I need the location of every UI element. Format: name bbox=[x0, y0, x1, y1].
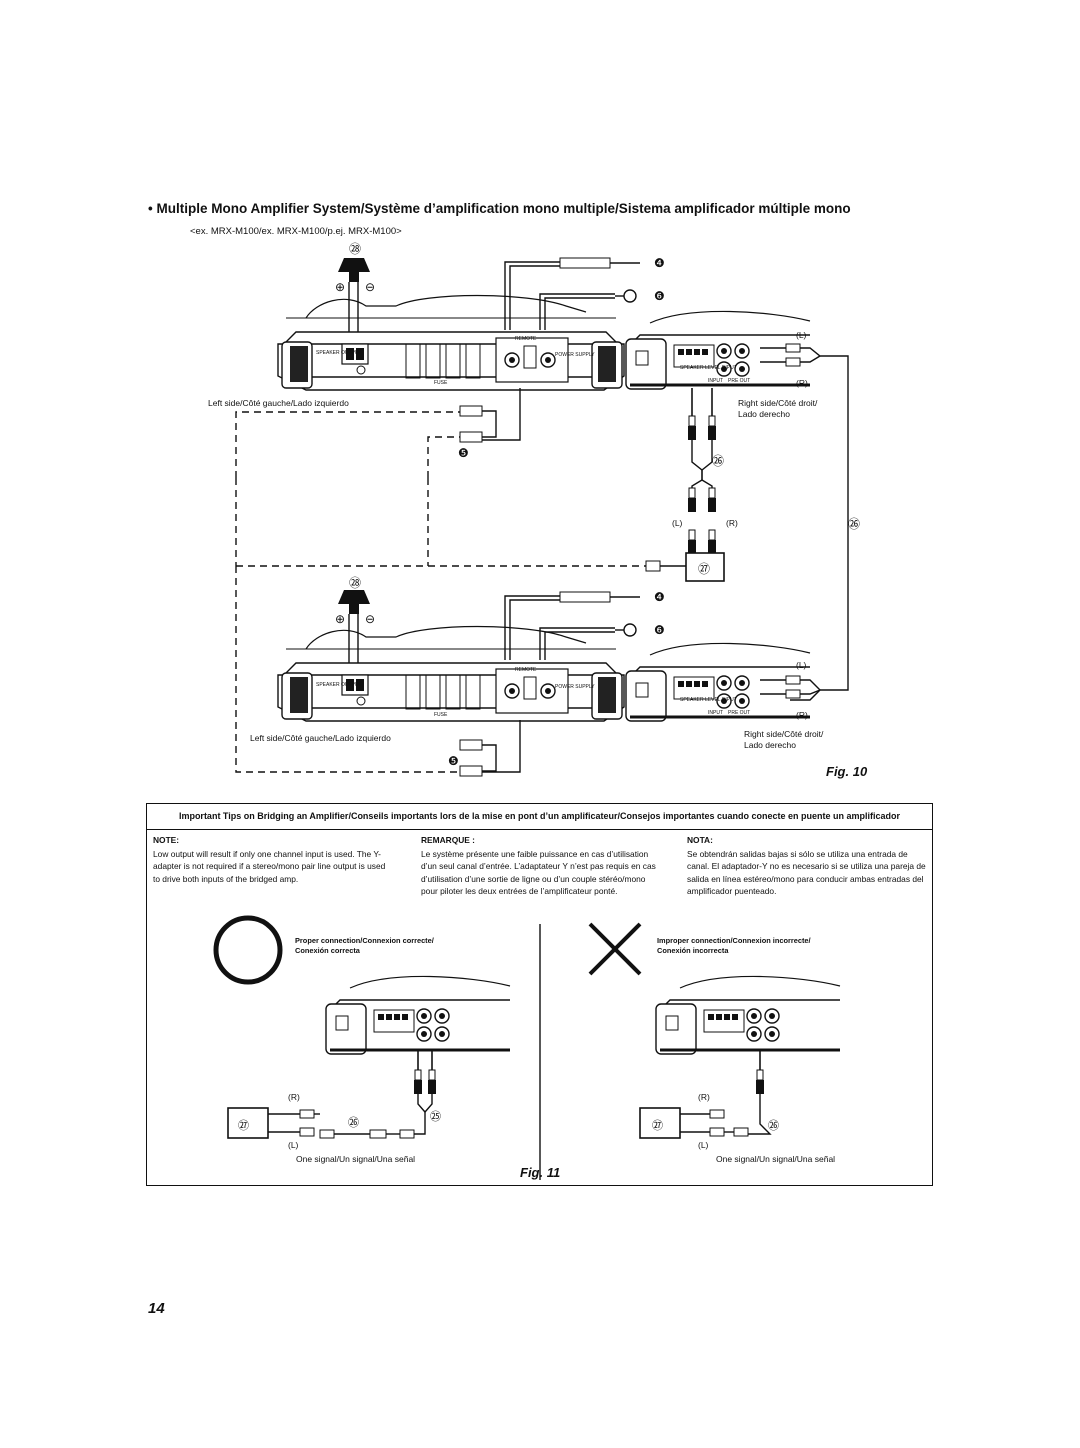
page-number: 14 bbox=[148, 1300, 165, 1317]
speaker-output-label-bottom: SPEAKER OUTPUT bbox=[316, 682, 362, 688]
pre-out-label-top: PRE OUT bbox=[728, 378, 751, 384]
power-supply-label-top: POWER SUPPLY bbox=[555, 352, 595, 358]
right-side-bottom-2: Lado derecho bbox=[744, 740, 796, 750]
note-column-es: NOTA: Se obtendrán salidas bajas si sólo… bbox=[687, 834, 927, 897]
num-27: ㉗ bbox=[698, 562, 711, 576]
improper-R-label: (R) bbox=[698, 1092, 710, 1102]
num-4-top: ❹ bbox=[654, 256, 665, 270]
fig11-label: Fig. 11 bbox=[520, 1165, 561, 1180]
label-R-top: (R) bbox=[796, 378, 808, 388]
label-R-bottom: (R) bbox=[796, 710, 808, 720]
speaker-top bbox=[338, 258, 370, 282]
note-heading: NOTE: bbox=[153, 835, 180, 845]
num-26-center: ㉖ bbox=[712, 454, 725, 468]
input-label-bottom: INPUT bbox=[708, 710, 723, 716]
num-4-bottom: ❹ bbox=[654, 590, 665, 604]
pre-out-label-bottom: PRE OUT bbox=[728, 710, 751, 716]
amplifier-bottom-left bbox=[277, 625, 625, 722]
remote-label-bottom: REMOTE bbox=[515, 667, 537, 673]
note-text: Low output will result if only one chann… bbox=[153, 849, 386, 884]
remarque-text: Le système présente une faible puissance… bbox=[421, 849, 656, 896]
plus-terminal-bottom: ⊕ bbox=[335, 612, 346, 626]
tips-divider bbox=[147, 829, 932, 830]
fuse-label-top: FUSE bbox=[434, 380, 448, 386]
note-column-fr: REMARQUE : Le système présente une faibl… bbox=[421, 834, 661, 897]
plus-terminal-top: ⊕ bbox=[335, 280, 346, 294]
important-tips-box: Important Tips on Bridging an Amplifier/… bbox=[146, 803, 933, 1186]
model-example: <ex. MRX-M100/ex. MRX-M100/p.ej. MRX-M10… bbox=[190, 226, 402, 237]
speaker-level-input-bottom: SPEAKER LEVEL INPUT bbox=[680, 697, 737, 703]
remarque-heading: REMARQUE : bbox=[421, 835, 475, 845]
fig10-label: Fig. 10 bbox=[826, 764, 868, 779]
proper-connection-label: Proper connection/Connexion correcte/ Co… bbox=[295, 936, 434, 955]
num-5-bottom: ❺ bbox=[448, 754, 459, 768]
proper-circle-icon bbox=[213, 915, 283, 985]
num-28-bottom: ㉘ bbox=[349, 576, 362, 590]
power-supply-label-bottom: POWER SUPPLY bbox=[555, 684, 595, 690]
left-side-top: Left side/Côté gauche/Lado izquierdo bbox=[208, 398, 349, 408]
section-title-text: Multiple Mono Amplifier System/Système d… bbox=[156, 201, 851, 216]
right-side-bottom-1: Right side/Côté droit/ bbox=[744, 729, 824, 739]
proper-num-25: ㉕ bbox=[430, 1111, 441, 1123]
minus-terminal-bottom: ⊖ bbox=[365, 612, 376, 626]
proper-one-signal: One signal/Un signal/Una señal bbox=[296, 1154, 416, 1164]
note-column-en: NOTE: Low output will result if only one… bbox=[153, 834, 393, 885]
bullet: • bbox=[148, 201, 153, 216]
fuse-label-bottom: FUSE bbox=[434, 712, 448, 718]
num-5-top: ❺ bbox=[458, 446, 469, 460]
num-26-right: ㉖ bbox=[848, 517, 861, 531]
remote-label-top: REMOTE bbox=[515, 336, 537, 342]
proper-R-label: (R) bbox=[288, 1092, 300, 1102]
speaker-output-label-top: SPEAKER OUTPUT bbox=[316, 350, 362, 356]
improper-num-27: ㉗ bbox=[652, 1120, 663, 1132]
left-side-bottom: Left side/Côté gauche/Lado izquierdo bbox=[250, 733, 391, 743]
improper-one-signal: One signal/Un signal/Una señal bbox=[716, 1154, 836, 1164]
proper-num-27: ㉗ bbox=[238, 1120, 249, 1132]
source-unit-box bbox=[685, 552, 725, 582]
label-R-center: (R) bbox=[726, 518, 738, 528]
proper-num-26: ㉖ bbox=[348, 1117, 359, 1129]
nota-heading: NOTA: bbox=[687, 835, 713, 845]
improper-L-label: (L) bbox=[698, 1140, 709, 1150]
speaker-bottom bbox=[338, 590, 370, 614]
speaker-level-input-top: SPEAKER LEVEL INPUT bbox=[680, 365, 737, 371]
improper-connection-label: Improper connection/Connexion incorrecte… bbox=[657, 936, 811, 955]
amplifier-top-left bbox=[277, 294, 625, 391]
minus-terminal-top: ⊖ bbox=[365, 280, 376, 294]
input-label-top: INPUT bbox=[708, 378, 723, 384]
num-6-bottom: ❻ bbox=[654, 623, 665, 637]
nota-text: Se obtendrán salidas bajas si sólo se ut… bbox=[687, 849, 926, 896]
tips-title: Important Tips on Bridging an Amplifier/… bbox=[178, 811, 901, 821]
label-L-bottom: (L) bbox=[796, 660, 807, 670]
improper-num-26: ㉖ bbox=[768, 1120, 779, 1132]
num-28-top: ㉘ bbox=[349, 242, 362, 256]
num-6-top: ❻ bbox=[654, 289, 665, 303]
right-side-top-1: Right side/Côté droit/ bbox=[738, 398, 818, 408]
section-title: • Multiple Mono Amplifier System/Système… bbox=[148, 201, 851, 216]
proper-L-label: (L) bbox=[288, 1140, 299, 1150]
label-L-top: (L) bbox=[796, 330, 807, 340]
right-side-top-2: Lado derecho bbox=[738, 409, 790, 419]
label-L-center: (L) bbox=[672, 518, 683, 528]
